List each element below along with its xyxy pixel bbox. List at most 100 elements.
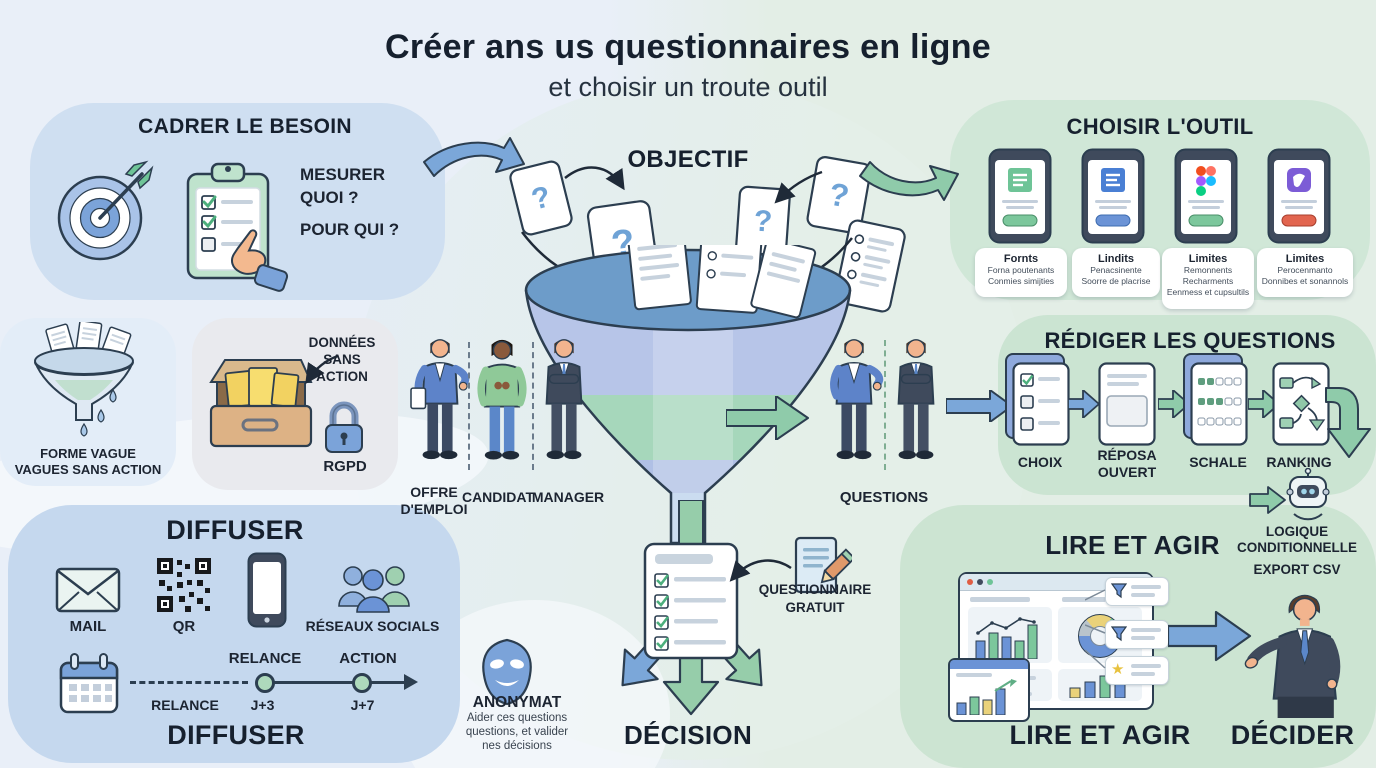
tool-name: Limites: [1188, 253, 1228, 265]
reposa-label-line2: OUVERT: [1097, 464, 1157, 480]
diffuser-title: DIFFUSER: [166, 515, 304, 545]
question-card-icon: ?: [806, 156, 872, 234]
tool-card: Limites Remonnents Recharments Eenmess e…: [1162, 248, 1254, 309]
diffuser-card: [8, 505, 460, 763]
chatbot-icon: [1249, 468, 1330, 521]
timeline-dot-j3: [255, 673, 275, 693]
timeline-solid-segment-2: [371, 681, 404, 684]
diffuser-footer-title: DIFFUSER: [167, 720, 305, 750]
questions-person-icon: [897, 339, 935, 460]
scale-question-icon: [1190, 362, 1248, 446]
decider-label: DÉCIDER: [1230, 720, 1355, 750]
cadrer-pourqui-label: POUR QUI ?: [300, 220, 400, 239]
mini-bar-line-chart: [975, 617, 1038, 659]
checklist-card-icon: [834, 219, 906, 313]
page-subtitle: et choisir un troute outil: [548, 72, 828, 102]
ar row-lire-to-decider: [1168, 610, 1252, 662]
candidate-person-icon: [477, 339, 527, 460]
archive-box-icon: [209, 359, 313, 448]
questions-label: QUESTIONS: [839, 489, 929, 506]
choice-question-icon: [1012, 362, 1070, 446]
tool-phone-forms-icon: [988, 148, 1052, 244]
decision-arrows: [621, 500, 763, 716]
open-question-icon: [1098, 362, 1156, 446]
timeline-dashed-segment: [130, 681, 248, 684]
chip-line: [1131, 628, 1161, 632]
tool-line: Perocenmanto: [1277, 265, 1333, 275]
candidat-label: CANDIDAT: [461, 489, 535, 505]
window-dot: [967, 579, 973, 585]
divider-dashed: [532, 342, 534, 470]
logique-label-line2: CONDITIONNELLE: [1237, 540, 1357, 555]
arrow-cadrer-to-objectif: [423, 137, 525, 177]
objectif-title: OBJECTIF: [627, 146, 749, 173]
rgpd-label: RGPD: [323, 458, 367, 475]
svg-text:?: ?: [753, 204, 774, 238]
cadrer-title: CADRER LE BESOIN: [138, 115, 352, 138]
donnees-label-line2: SANS: [323, 352, 361, 367]
tool-card: Lindits Penacsinente Soorre de placrise: [1072, 248, 1160, 297]
tool-line: Remonnents: [1183, 265, 1233, 275]
window-titlebar: [960, 574, 1152, 591]
filter-icon: [1111, 583, 1127, 599]
anonymat-line3: nes décisions: [482, 740, 552, 752]
ranking-label: RANKING: [1266, 454, 1332, 470]
page-title: Créer ans us questionnaires en ligne: [385, 28, 991, 66]
tool-line: Soorre de placrise: [1081, 276, 1151, 286]
chip-line: [1131, 636, 1155, 640]
anonymat-line2: questions, et valider: [465, 726, 569, 738]
bar-chart-panel: [968, 607, 1052, 663]
j3-label: J+3: [250, 697, 275, 713]
ranking-question-icon: [1272, 362, 1330, 446]
decider-person-icon: [1244, 594, 1341, 718]
cadrer-quoi-label: QUOI ?: [300, 188, 359, 207]
tool-phone-figma-icon: [1174, 148, 1238, 244]
forme-label-line2: VAGUES SANS ACTION: [14, 462, 162, 477]
arrow-between-cards: [1068, 390, 1100, 418]
calendar-icon: [59, 653, 119, 714]
manager-person-icon: [545, 339, 583, 460]
anonymity-mask-icon: [482, 638, 532, 706]
j7-label: J+7: [350, 697, 375, 713]
tool-name: Limites: [1285, 253, 1325, 265]
choisir-title: CHOISIR L'OUTIL: [1066, 114, 1254, 139]
questionnaire-label-line2: GRATUIT: [785, 600, 845, 615]
phone-icon: [247, 552, 287, 628]
mini-line: [956, 673, 992, 677]
toolbar-line: [970, 597, 1030, 602]
mini-growth-bars: [956, 679, 1017, 715]
arrow-objectif-to-choisir: [859, 161, 959, 201]
chip-connectors: [1085, 589, 1106, 669]
cadrer-mesurer-label: MESURER: [300, 165, 386, 184]
chip-line: [1131, 585, 1161, 589]
recruiter-person-icon: [410, 339, 470, 460]
questionnaire-label-line1: QUESTIONNAIRE: [758, 582, 872, 597]
lire-title: LIRE ET AGIR: [1045, 530, 1220, 560]
relance-bottom-label: RELANCE: [151, 697, 219, 713]
tool-card: Fornts Forna poutenants Conmies simijtie…: [975, 248, 1067, 297]
target-icon: [57, 160, 154, 261]
tool-phone-docs-icon: [1081, 148, 1145, 244]
arrow-questions-to-rediger: [946, 390, 1013, 422]
tool-name: Fornts: [1003, 253, 1039, 265]
anonymat-title: ANONYMAT: [472, 694, 562, 711]
arrow-funnel-to-questions: [726, 396, 809, 440]
donnees-label-line1: DONNÉES: [308, 335, 376, 350]
rgpd-lock-icon: [325, 401, 363, 453]
tool-line: Recharments: [1182, 276, 1234, 286]
mini-window-titlebar: [950, 660, 1028, 669]
chip-line: [1131, 593, 1155, 597]
qr-code-icon: [157, 558, 211, 612]
toolbar-line: [1062, 597, 1106, 602]
donnees-label-line3: ACTION: [316, 369, 368, 384]
chip-line: [1131, 664, 1161, 668]
tool-line: Conmies simijties: [987, 276, 1055, 286]
arrow-donnees-to-box: [305, 354, 339, 385]
divider-dashed: [468, 342, 470, 470]
reseaux-label: RÉSEAUX SOCIALS: [305, 618, 440, 634]
reposa-label-line1: RÉPOSA: [1097, 447, 1157, 463]
arrow-rediger-exit: [1325, 387, 1371, 458]
window-dot: [977, 579, 983, 585]
chip-line: [1131, 672, 1155, 676]
